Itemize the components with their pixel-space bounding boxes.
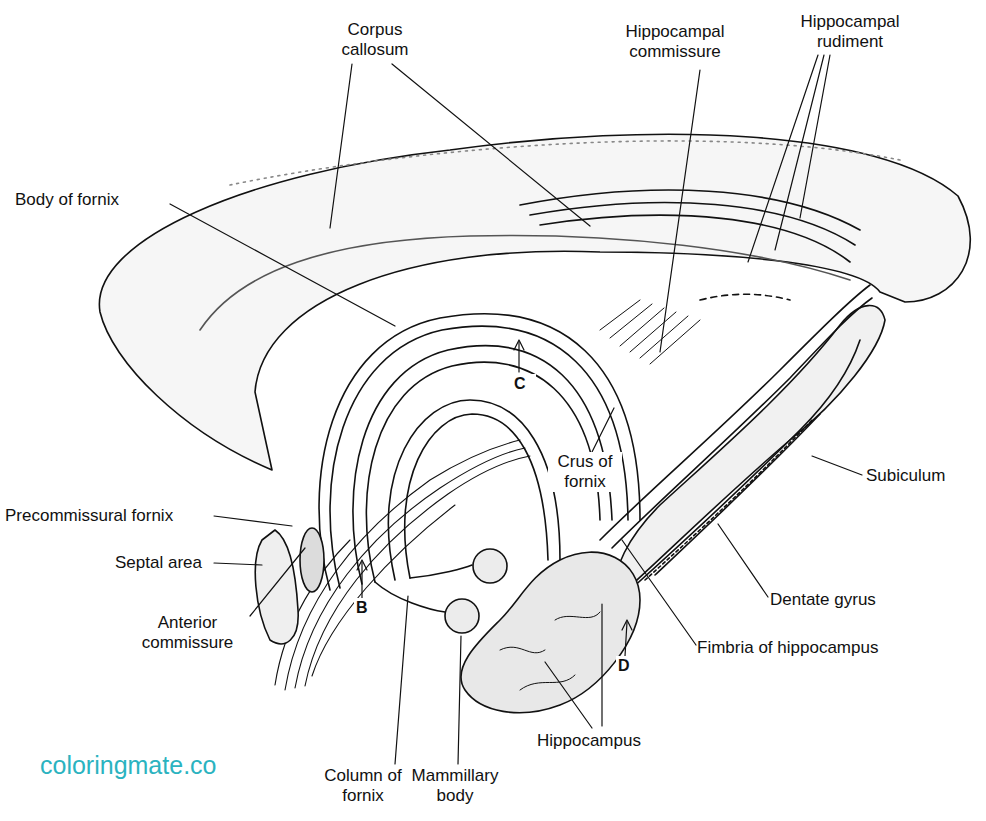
part-label: Body of fornix (15, 190, 185, 210)
part-label: Mammillary body (410, 766, 500, 806)
part-label: Column of fornix (318, 766, 408, 806)
subiculum (614, 306, 885, 600)
hippocampus (461, 552, 640, 713)
callout-letter: D (616, 656, 640, 676)
watermark: coloringmate.co (40, 750, 260, 780)
part-label: Fimbria of hippocampus (697, 638, 957, 658)
part-label: Dentate gyrus (770, 590, 920, 610)
part-label: Anterior commissure (130, 613, 245, 653)
part-label: Corpus callosum (325, 20, 425, 60)
part-label: Hippocampus (537, 731, 687, 751)
part-label: Septal area (115, 553, 215, 573)
mammillary-body (445, 599, 479, 633)
part-label: Subiculum (866, 466, 981, 486)
septal-area (255, 530, 298, 644)
fornix (319, 314, 640, 590)
part-label: Precommissural fornix (5, 506, 215, 526)
part-label: Hippocampal rudiment (790, 12, 910, 52)
callout-letter: C (512, 374, 536, 394)
callout-letter: B (354, 598, 378, 618)
part-label: Crus of fornix (548, 452, 622, 492)
corpus-callosum (99, 134, 970, 470)
part-label: Hippocampal commissure (610, 22, 740, 62)
